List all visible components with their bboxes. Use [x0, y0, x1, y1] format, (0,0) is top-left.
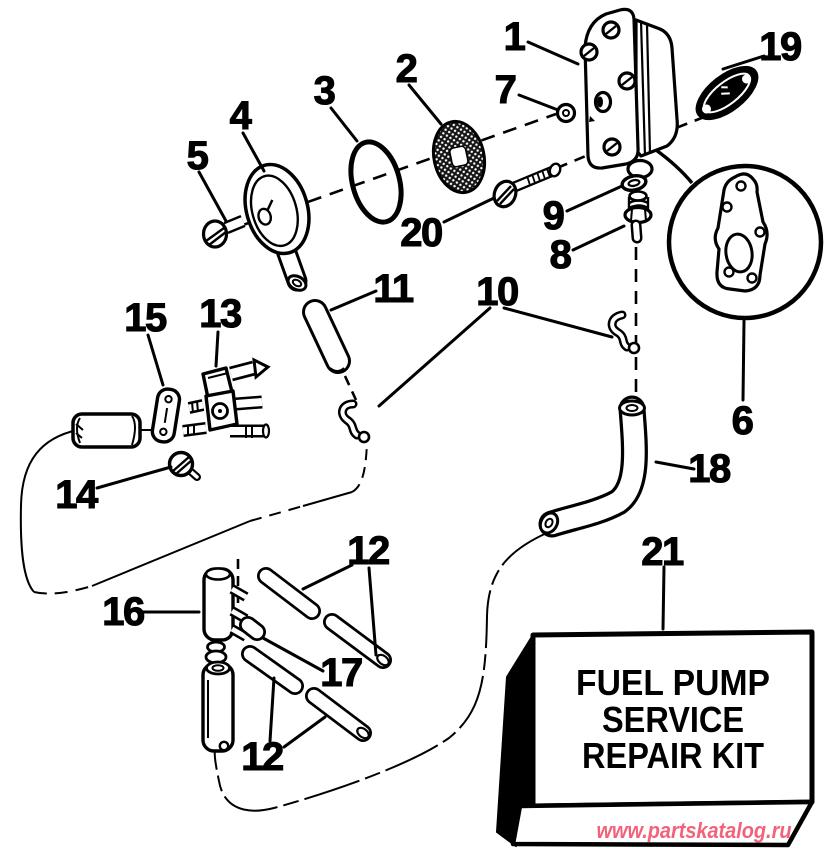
part-label-12-top: 12: [347, 529, 389, 573]
hose-routing-lines: [19, 429, 550, 812]
part-label-15: 15: [124, 296, 167, 340]
part-label-20: 20: [400, 211, 442, 255]
kit-box-line-1: FUEL PUMP: [576, 662, 770, 703]
part-10-spring-clip-left: [338, 399, 371, 444]
part-21-repair-kit-box: FUEL PUMP SERVICE REPAIR KIT: [496, 629, 815, 848]
part-5-screw: [201, 214, 246, 249]
part-13-fuel-connector: [182, 357, 271, 439]
part-6-gasket-detail: [666, 163, 824, 321]
part-label-17: 17: [320, 651, 362, 695]
leader-lines: [95, 40, 766, 749]
part-14-screw: [167, 450, 201, 481]
watermark-text: www.partskatalog.ru: [597, 818, 792, 843]
part-label-6: 6: [732, 399, 753, 443]
part-label-10: 10: [476, 270, 518, 314]
part-label-21: 21: [641, 530, 684, 574]
part-label-16: 16: [102, 590, 144, 634]
part-18-elbow-hose: [538, 395, 648, 538]
part-4-pump-cover: [243, 162, 311, 292]
primer-cylinder: [71, 412, 142, 449]
part-label-14: 14: [55, 473, 99, 517]
part-11-hose: [302, 299, 351, 374]
part-label-2: 2: [396, 47, 417, 91]
part-label-1: 1: [504, 15, 526, 59]
part-label-18: 18: [688, 447, 731, 491]
part-label-7: 7: [495, 68, 516, 112]
kit-box-line-2: SERVICE: [602, 699, 744, 740]
part-label-19: 19: [759, 25, 801, 69]
part-label-3: 3: [314, 69, 335, 113]
part-8-fitting: [623, 190, 653, 244]
part-15-plate: [150, 387, 182, 444]
part-1-fuel-pump-body: [579, 7, 679, 180]
part-label-12-bottom: 12: [241, 735, 283, 779]
part-label-4: 4: [230, 94, 253, 138]
part-label-11: 11: [373, 267, 414, 311]
detail-circle-connector: [654, 148, 694, 185]
fuel-valve-assembly: [71, 357, 271, 481]
part-20-screw: [492, 162, 562, 209]
part-2-filter-screen: [431, 119, 487, 195]
part-9-washer: [620, 174, 648, 192]
part-label-8: 8: [550, 233, 572, 277]
part-10-spring-clip-right: [607, 310, 641, 355]
part-label-13: 13: [199, 292, 241, 336]
part-12-17-hoses: [239, 567, 392, 742]
part-16-manifold: [201, 567, 249, 753]
kit-box-lid: [510, 799, 815, 848]
part-19-oval-gasket: [695, 65, 759, 121]
kit-box-line-3: REPAIR KIT: [582, 735, 764, 776]
part-3-gasket-ring: [348, 139, 404, 225]
part-7-o-ring: [555, 102, 577, 124]
part-number-labels: 1 2 3 4 5 6 7 8 9 10 11 12 12 13 14 15 1…: [55, 14, 803, 779]
part-label-9: 9: [543, 194, 564, 238]
part-label-5: 5: [187, 134, 209, 178]
